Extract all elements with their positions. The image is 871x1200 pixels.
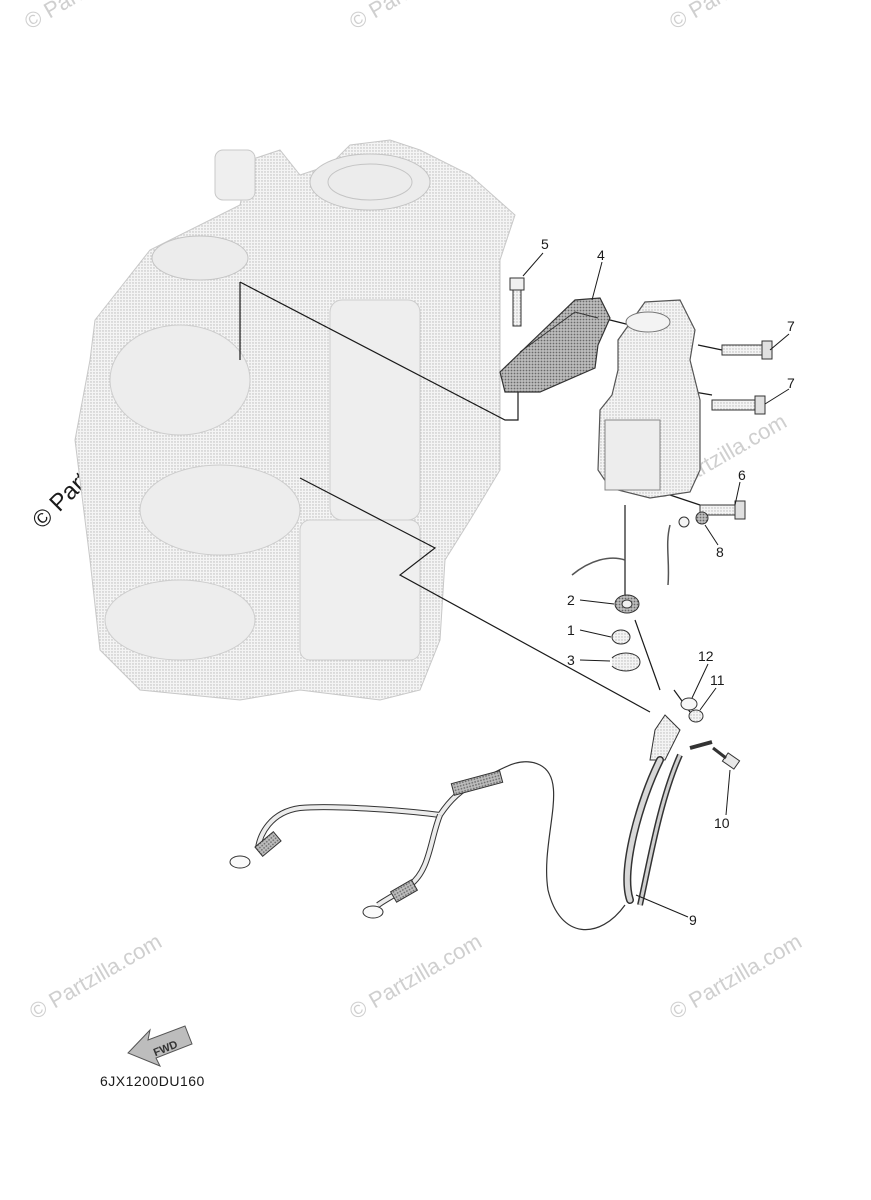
engine-block (74, 139, 516, 701)
watermark-text: © Partzilla.com (345, 0, 486, 34)
watermark-text: © Partzilla.com (25, 929, 166, 1025)
callout-3: 3 (567, 652, 575, 668)
bolt-6[interactable] (699, 500, 746, 520)
ground-lead (571, 524, 671, 586)
callout-10: 10 (714, 815, 730, 831)
bracket-4[interactable] (499, 297, 611, 393)
callout-8: 8 (716, 544, 724, 560)
nut-1[interactable] (611, 629, 631, 645)
bolt-line (697, 344, 723, 351)
cable-terminal (229, 855, 251, 869)
callout-1: 1 (567, 622, 575, 638)
callout-labels: 5 4 7 7 6 8 2 1 3 12 11 10 9 (541, 236, 795, 928)
bolt-7-upper[interactable] (721, 340, 773, 360)
starter-motor[interactable] (597, 299, 701, 499)
callout-7-upper: 7 (787, 318, 795, 334)
clamp-3[interactable] (611, 652, 641, 672)
harness-line (299, 477, 651, 713)
callout-4: 4 (597, 247, 605, 263)
callout-11: 11 (710, 672, 725, 688)
bolt-10[interactable] (712, 746, 741, 770)
callout-2: 2 (567, 592, 575, 608)
callout-leaders (522, 252, 790, 918)
callout-6: 6 (738, 467, 746, 483)
nut-11[interactable] (688, 709, 704, 723)
watermark-text: © Partzilla.com (345, 929, 486, 1025)
diagram-code: 6JX1200DU160 (100, 1073, 205, 1089)
callout-9: 9 (689, 912, 697, 928)
callout-5: 5 (541, 236, 549, 252)
cable-terminal (362, 905, 384, 919)
watermark-text: © Partzilla.com (665, 0, 806, 34)
bracket-line (239, 281, 519, 421)
terminal-line (634, 619, 661, 691)
battery-cable-9[interactable] (229, 714, 713, 931)
grommet-2[interactable] (614, 594, 640, 614)
bolt-5[interactable] (509, 277, 525, 327)
washer-12[interactable] (680, 697, 698, 711)
watermark-text: © Partzilla.com (665, 929, 806, 1025)
screw-8[interactable] (678, 511, 709, 528)
callout-12: 12 (698, 648, 714, 664)
bolt-7-lower[interactable] (711, 395, 766, 415)
forward-direction-arrow: FWD (127, 1025, 193, 1067)
watermark-text: © Partzilla.com (20, 0, 161, 34)
callout-7-lower: 7 (787, 375, 795, 391)
